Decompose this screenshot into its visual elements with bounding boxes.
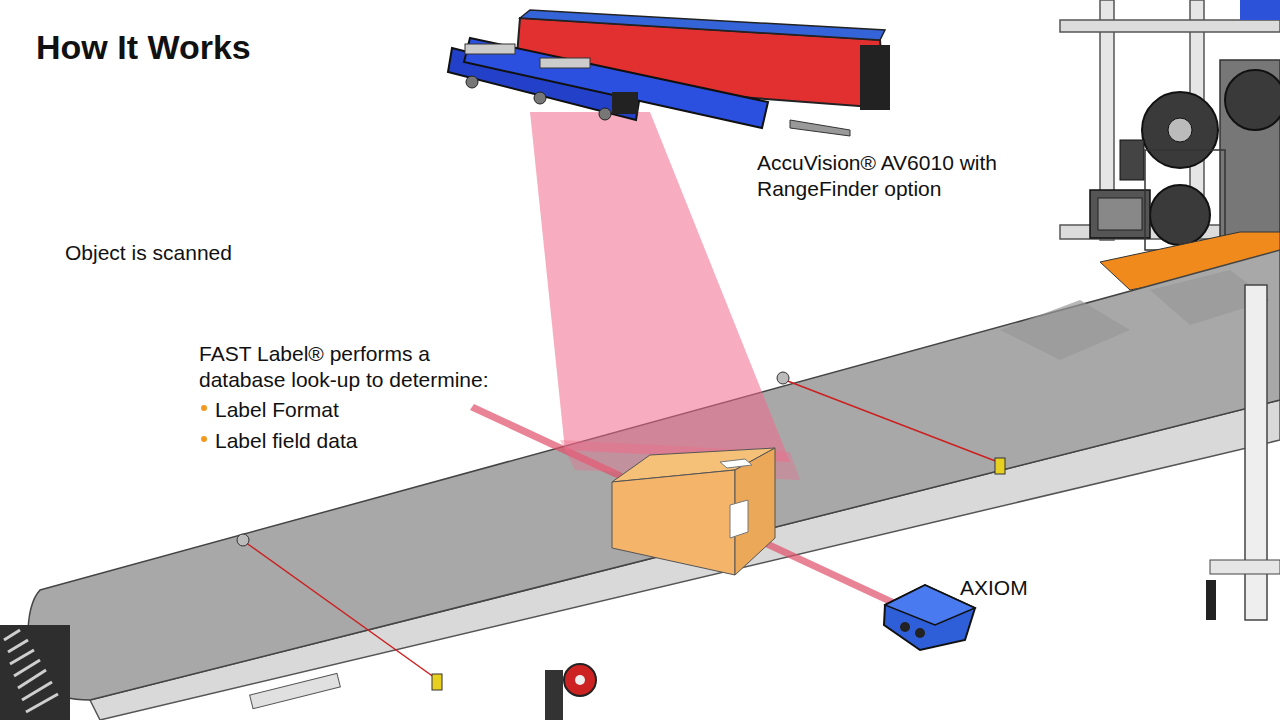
side-post (1206, 285, 1280, 620)
parcel (612, 448, 775, 575)
belt-motor (545, 664, 596, 720)
page-title: How It Works (36, 28, 251, 67)
bullet-item: Label Format (215, 397, 339, 423)
bullet-item-block: Label Format (215, 397, 455, 423)
step-note-block: Object is scanned (65, 240, 325, 266)
infeed-rollers (0, 625, 70, 720)
bullet-dot (201, 436, 207, 442)
step-note: Object is scanned (65, 240, 232, 266)
bullet-dot (201, 405, 207, 411)
labeler-frame (1060, 0, 1280, 290)
scan-beam (530, 112, 790, 462)
scanner-label: AccuVision® AV6010 with RangeFinder opti… (757, 150, 1019, 202)
scanner-label-block: AccuVision® AV6010 with RangeFinder opti… (757, 150, 1019, 202)
bullet-item-block: Label field data (215, 428, 455, 454)
process-note: FAST Label® performs a database look-up … (199, 341, 499, 393)
camera-label: AXIOM (960, 575, 1028, 601)
camera-label-block: AXIOM (960, 575, 1110, 601)
bullet-item: Label field data (215, 428, 357, 454)
title-block: How It Works (36, 28, 251, 67)
process-note-block: FAST Label® performs a database look-up … (199, 341, 499, 393)
accuvision-scanner (448, 10, 890, 136)
